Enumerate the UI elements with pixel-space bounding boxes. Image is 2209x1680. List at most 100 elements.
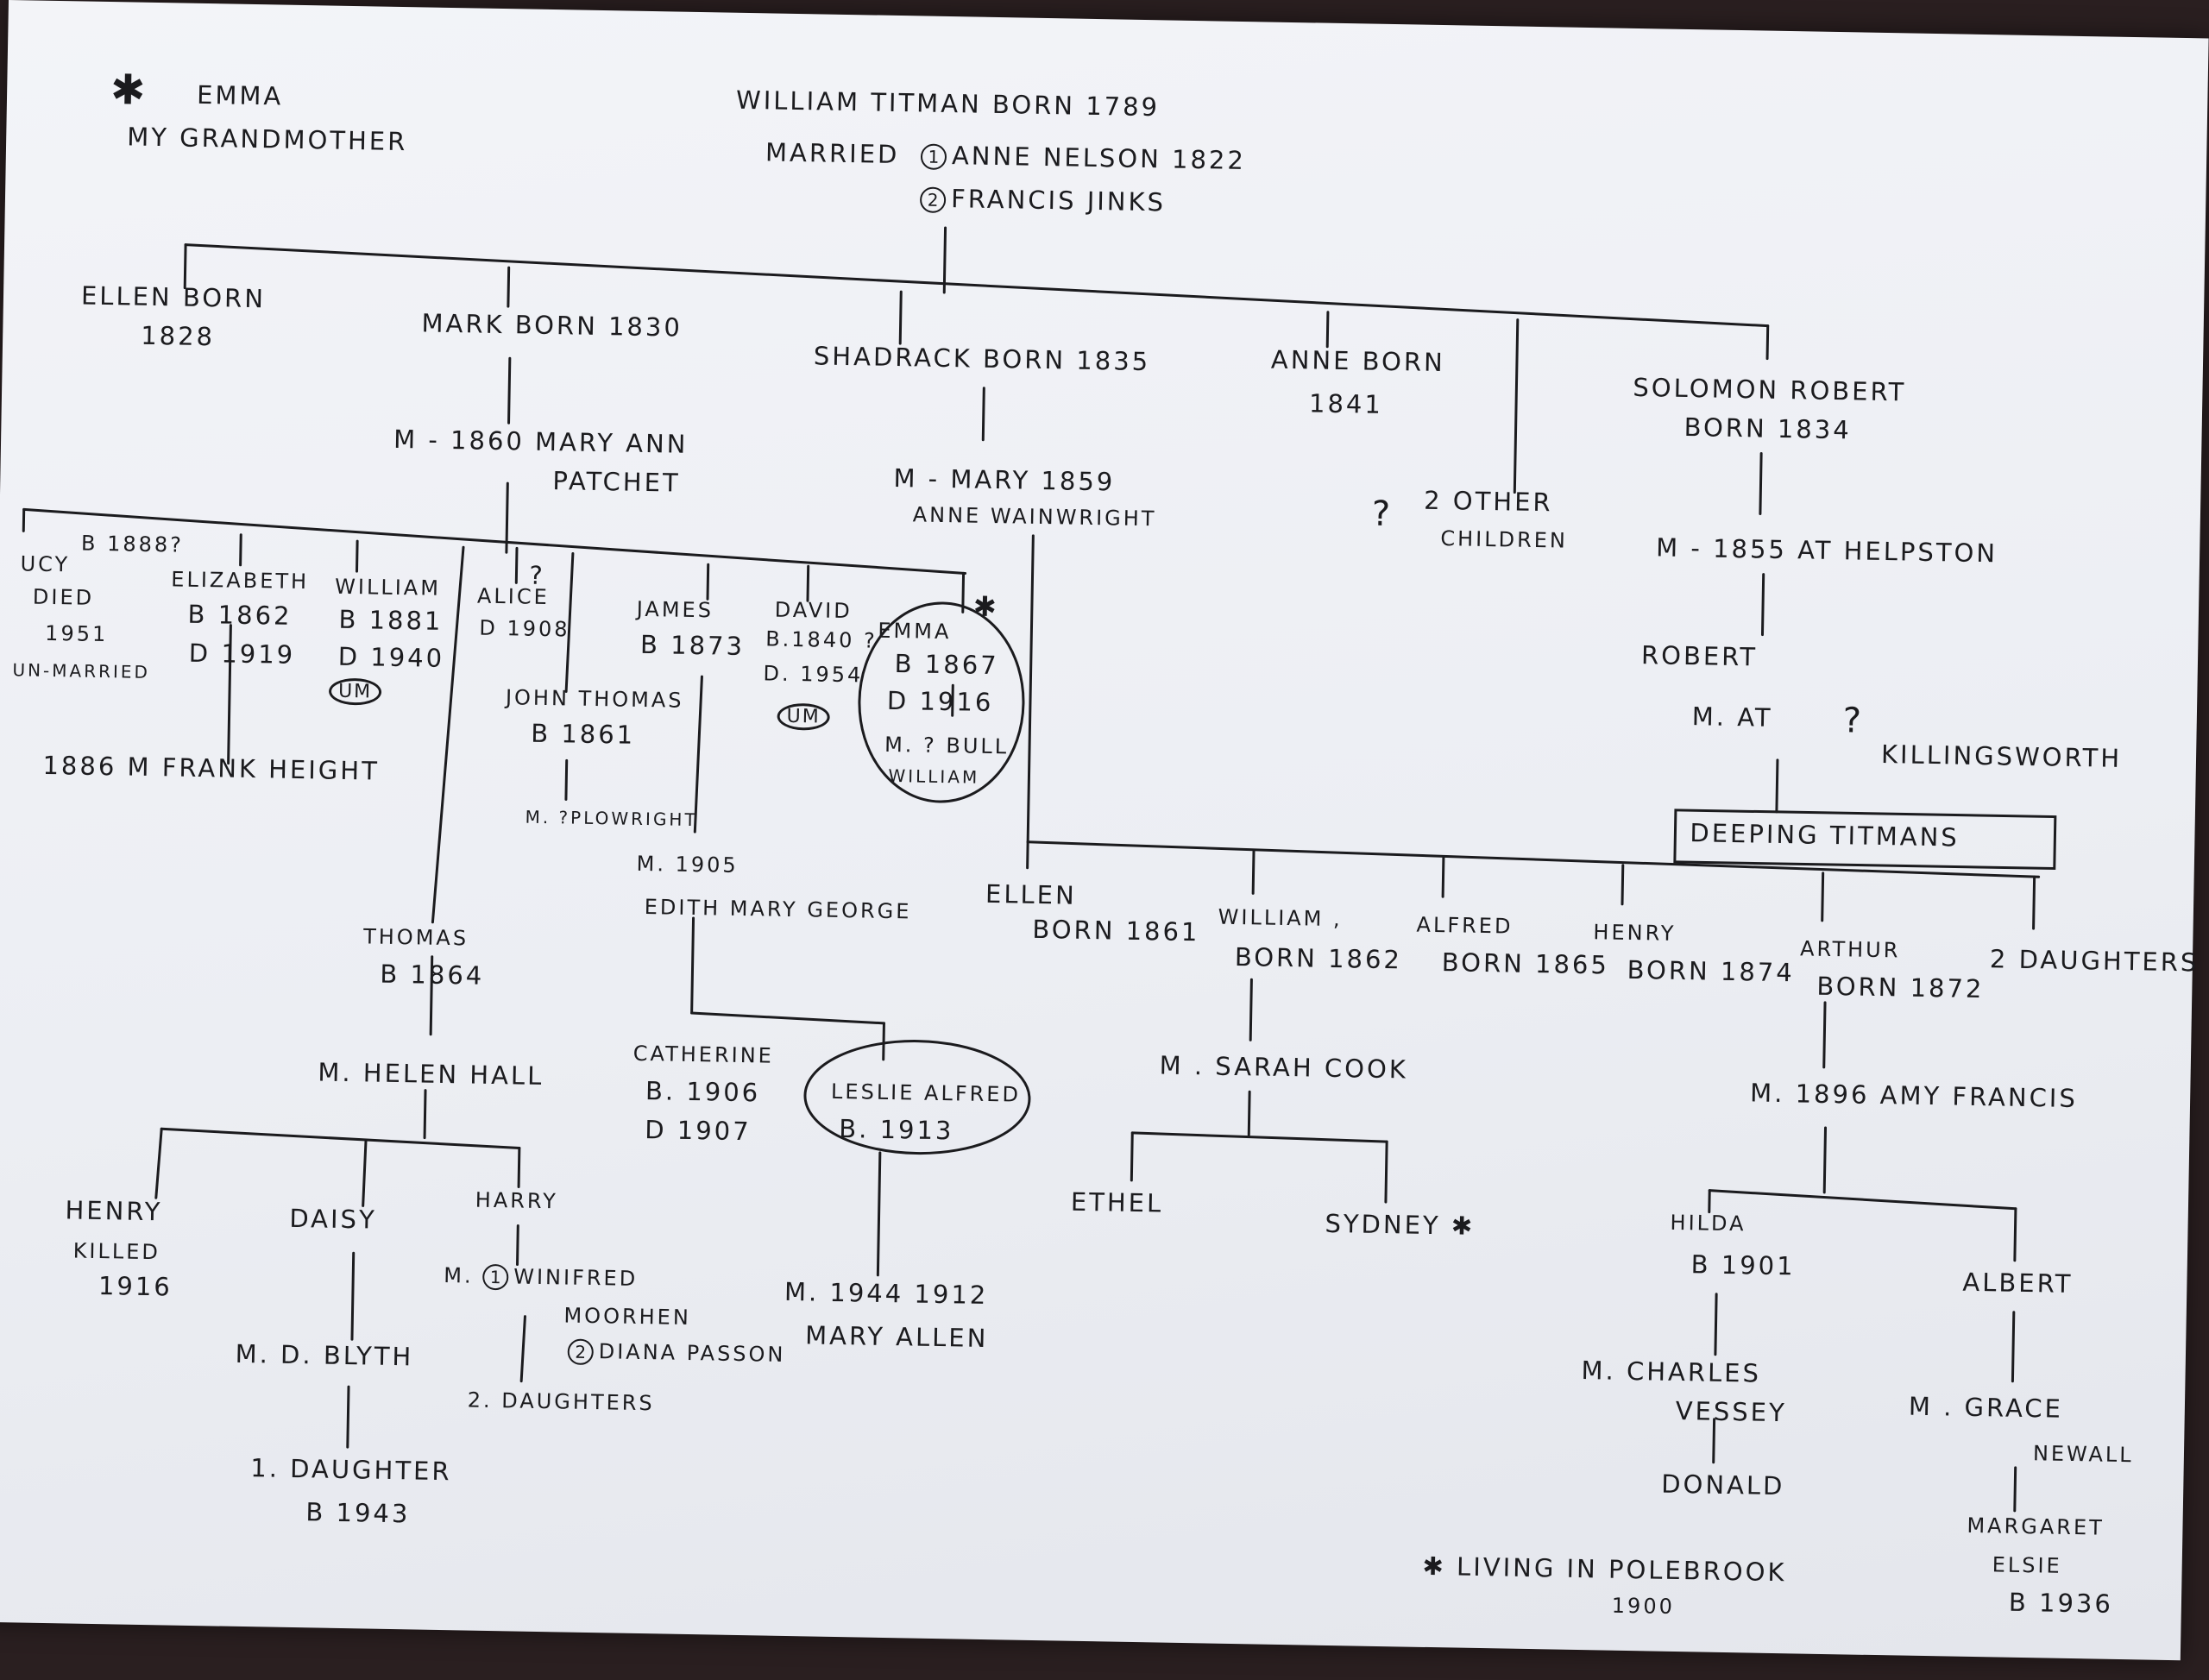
line-solomon-m-drop	[1760, 573, 1765, 637]
emma-name: EMMA	[878, 618, 952, 645]
henry-year: 1916	[98, 1271, 173, 1302]
robert-place: KILLINGSWORTH	[1880, 739, 2123, 773]
lucy-name: UCY	[20, 551, 71, 577]
line-mark-drop	[507, 266, 511, 308]
shadrack-marriage-2: ANNE WAINWRIGHT	[912, 502, 1157, 532]
other-children-1: 2 OTHER	[1423, 485, 1553, 518]
line-alfred-drop	[1441, 856, 1445, 898]
daisy-child: 1. DAUGHTER	[250, 1453, 452, 1487]
lucy-b: B 1888?	[80, 531, 185, 557]
james-marriage: M. 1905	[636, 851, 739, 878]
albert-name: ALBERT	[1962, 1267, 2074, 1299]
ellen2-born: BORN 1861	[1032, 914, 1200, 947]
arthur-born: BORN 1872	[1816, 971, 1985, 1004]
emma-died: D 1916	[886, 685, 994, 718]
line-arthur-children-bar	[1708, 1189, 2017, 1211]
line-john-drop	[564, 552, 575, 693]
line-anne-drop	[1325, 311, 1330, 349]
lucy-status: UN-MARRIED	[12, 659, 151, 683]
albert-child-2: ELSIE	[1992, 1552, 2062, 1578]
william-died: D 1940	[337, 641, 445, 673]
emma-star: ✱	[972, 589, 1001, 624]
line-albert-drop	[2013, 1207, 2017, 1262]
root-married-label: MARRIED	[765, 137, 900, 170]
line-henry-drop	[154, 1127, 163, 1199]
emma-ring	[858, 601, 1025, 803]
line-thomas-to-m	[429, 955, 434, 1036]
david-name: DAVID	[774, 597, 853, 624]
albert-marriage: M . GRACE	[1908, 1391, 2064, 1424]
catherine-born: B. 1906	[645, 1076, 761, 1108]
william-born: B 1881	[338, 604, 444, 636]
hilda-marriage: M. CHARLES	[1581, 1356, 1762, 1388]
hilda-born: B 1901	[1690, 1249, 1796, 1281]
john-name: JOHN THOMAS	[505, 685, 684, 713]
line-daisy-drop	[362, 1139, 368, 1207]
hilda-marriage-2: VESSEY	[1675, 1395, 1788, 1428]
albert-child: MARGARET	[1967, 1513, 2105, 1540]
daisy-child-born: B 1943	[305, 1497, 411, 1529]
alfred-name: ALFRED	[1416, 912, 1514, 939]
thomas-born: B 1864	[380, 959, 485, 991]
william2-born: BORN 1862	[1234, 941, 1403, 975]
note-star: ✱	[110, 66, 149, 115]
mark-marriage-2: PATCHET	[552, 466, 681, 498]
anne-name: ANNE BORN	[1270, 344, 1446, 378]
daughters-name: 2 DAUGHTERS	[1989, 944, 2200, 978]
line-shadrack-children-bar	[1026, 840, 2041, 878]
solomon-born: BORN 1834	[1683, 412, 1853, 445]
catherine-died: D 1907	[644, 1115, 752, 1147]
line-albert-m-to-c	[2013, 1466, 2017, 1513]
david-died: D. 1954	[763, 661, 864, 688]
line-james-children-bar	[690, 1011, 885, 1025]
line-robert-to-box	[1775, 758, 1779, 814]
line-henry2-drop	[1621, 864, 1625, 906]
robert-marriage: M. AT	[1691, 702, 1773, 733]
leslie-born: B. 1913	[839, 1113, 954, 1146]
alice-died: D 1908	[479, 615, 570, 642]
line-mark-to-marriage	[507, 356, 512, 425]
line-shadrack-drop	[898, 290, 903, 345]
alfred-born: BORN 1865	[1441, 947, 1610, 980]
line-ethel-drop	[1130, 1131, 1134, 1182]
line-daisy-m-to-c	[346, 1385, 350, 1449]
emma-marriage: M. ? BULL	[884, 732, 1010, 759]
thomas-marriage: M. HELEN HALL	[318, 1057, 544, 1092]
line-hilda-to-m	[1714, 1293, 1718, 1356]
line-alice-drop	[514, 546, 519, 584]
line-harry-m-to-c	[519, 1315, 526, 1383]
alice-name: ALICE	[476, 583, 551, 610]
note-name: EMMA	[196, 79, 284, 111]
sydney-name: SYDNEY ✱	[1325, 1208, 1476, 1241]
henry2-born: BORN 1874	[1627, 954, 1796, 988]
david-um: UM	[777, 700, 831, 732]
henry-name: HENRY	[65, 1195, 163, 1227]
mark-marriage: M - 1860 MARY ANN	[393, 424, 689, 459]
thomas-name: THOMAS	[362, 924, 469, 951]
line-root-drop	[942, 226, 947, 294]
hilda-child: DONALD	[1660, 1469, 1785, 1501]
footnote-year: 1900	[1611, 1593, 1676, 1619]
line-leslie-long	[876, 1151, 882, 1277]
line-william-drop	[356, 539, 359, 573]
line-shadrack-long	[1026, 534, 1035, 844]
line-arthur-m-drop	[1822, 1126, 1828, 1194]
harry-name: HARRY	[475, 1187, 558, 1214]
line-ellen2-drop	[1026, 840, 1029, 870]
mark-name: MARK BORN 1830	[421, 308, 683, 343]
line-elizabeth-drop	[239, 533, 242, 567]
arthur-name: ARTHUR	[1799, 936, 1901, 963]
line-john-to-m	[564, 758, 569, 801]
william2-marriage: M . SARAH COOK	[1159, 1050, 1409, 1085]
line-daughters-drop	[2032, 875, 2036, 930]
other-children-q: ?	[1371, 494, 1394, 535]
line-william2-children-bar	[1130, 1131, 1388, 1143]
deeping-box	[1673, 809, 2057, 871]
anne-born: 1841	[1308, 388, 1384, 419]
harry-children: 2. DAUGHTERS	[467, 1387, 655, 1416]
james-name: JAMES	[636, 596, 714, 623]
